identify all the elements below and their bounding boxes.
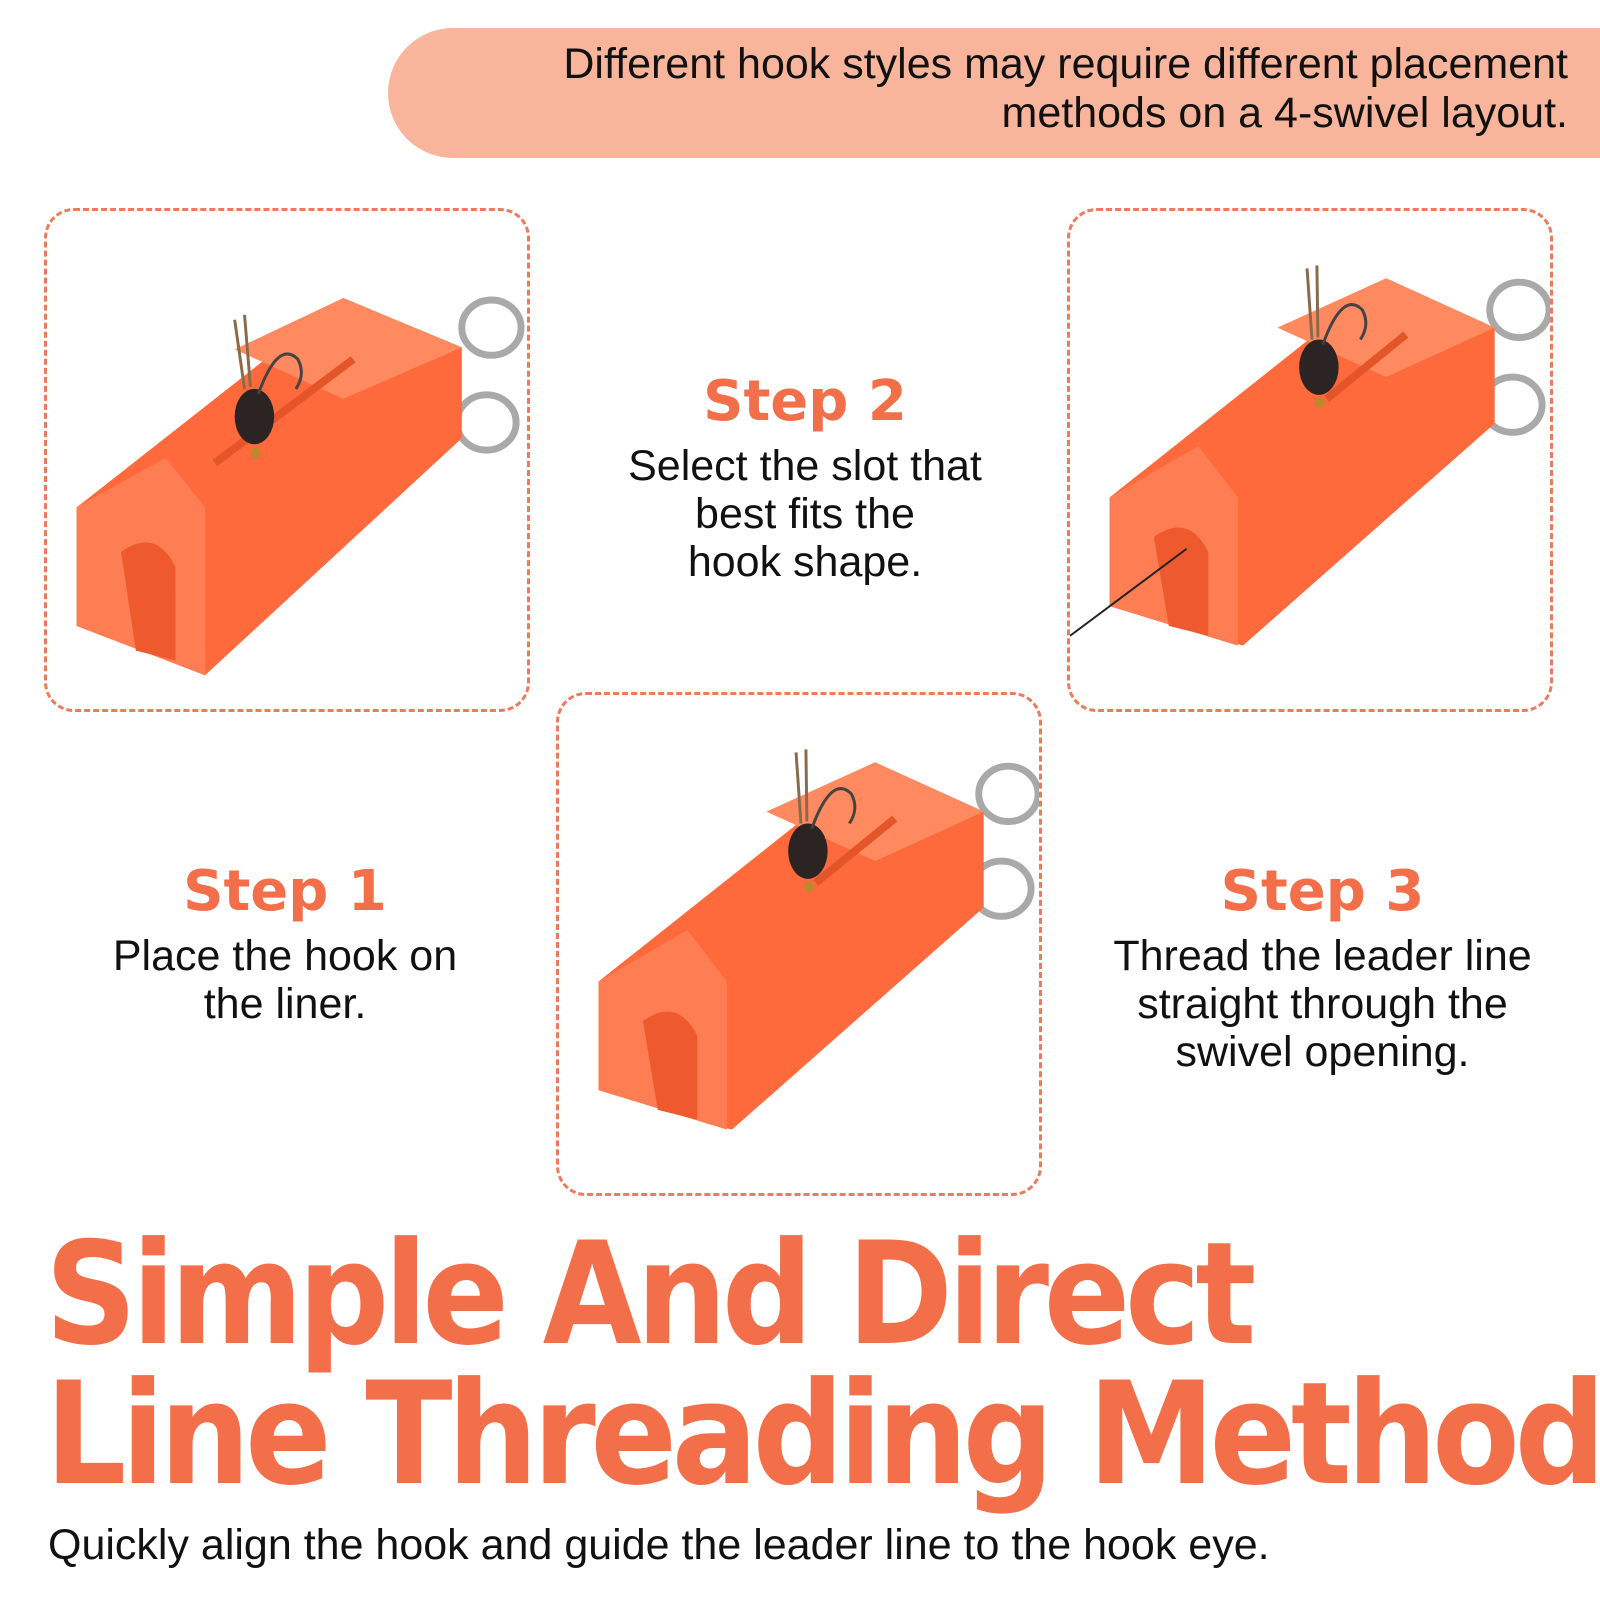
step-1: Step 1 Place the hook on the liner. <box>60 859 510 1029</box>
step-3: Step 3 Thread the leader line straight t… <box>1070 859 1575 1077</box>
split-ring-icon <box>458 296 525 359</box>
photo-card-step2 <box>556 692 1042 1196</box>
step-3-line3: swivel opening. <box>1175 1028 1470 1076</box>
banner-text-line1: Different hook styles may require differ… <box>563 40 1568 88</box>
tool-slot <box>1153 527 1209 636</box>
split-ring-icon <box>453 391 520 454</box>
photo-card-step1 <box>44 208 530 712</box>
step-2-line2: best fits the <box>695 490 915 538</box>
step-3-line1: Thread the leader line <box>1113 932 1532 980</box>
banner-text: Different hook styles may require differ… <box>448 40 1568 138</box>
tool-top-face <box>234 298 462 399</box>
step-1-title: Step 1 <box>183 859 387 924</box>
tool-groove <box>813 815 898 886</box>
tool-groove <box>1324 331 1409 402</box>
headline-line2: Line Threading Method <box>45 1352 1600 1517</box>
tool-slot <box>642 1011 698 1120</box>
step-1-line2: the liner. <box>203 980 367 1028</box>
step-1-text: Place the hook on the liner. <box>60 932 510 1028</box>
threader-tool-photo <box>76 296 525 676</box>
headline-line1: Simple And Direct <box>45 1212 1256 1377</box>
tool-slot <box>121 542 176 661</box>
fly-hook-icon <box>788 749 857 892</box>
step-3-title: Step 3 <box>1220 859 1425 924</box>
step-2: Step 2 Select the slot that best fits th… <box>575 369 1035 587</box>
step-2-line1: Select the slot that <box>628 442 982 490</box>
headline: Simple And Direct Line Threading Method <box>45 1212 1600 1517</box>
step-3-line2: straight through the <box>1137 980 1508 1028</box>
step-2-text: Select the slot that best fits the hook … <box>575 442 1035 586</box>
banner-text-line2: methods on a 4-swivel layout. <box>1001 89 1568 137</box>
top-banner: Different hook styles may require differ… <box>388 28 1600 158</box>
photo-card-step3 <box>1067 208 1553 712</box>
step-1-line1: Place the hook on <box>112 932 458 980</box>
step-3-text: Thread the leader line straight through … <box>1070 932 1575 1076</box>
subline: Quickly align the hook and guide the lea… <box>48 1521 1270 1569</box>
fly-hook-icon <box>233 314 303 459</box>
threader-tool-photo <box>598 749 1039 1130</box>
fly-hook-icon <box>1299 265 1368 408</box>
step-2-line3: hook shape. <box>687 538 923 586</box>
tool-groove <box>212 356 356 467</box>
step-2-title: Step 2 <box>703 369 907 434</box>
leader-line-icon <box>1070 548 1188 637</box>
threader-tool-photo <box>1070 265 1550 646</box>
split-ring-icon <box>975 762 1039 825</box>
split-ring-icon <box>1486 278 1550 341</box>
